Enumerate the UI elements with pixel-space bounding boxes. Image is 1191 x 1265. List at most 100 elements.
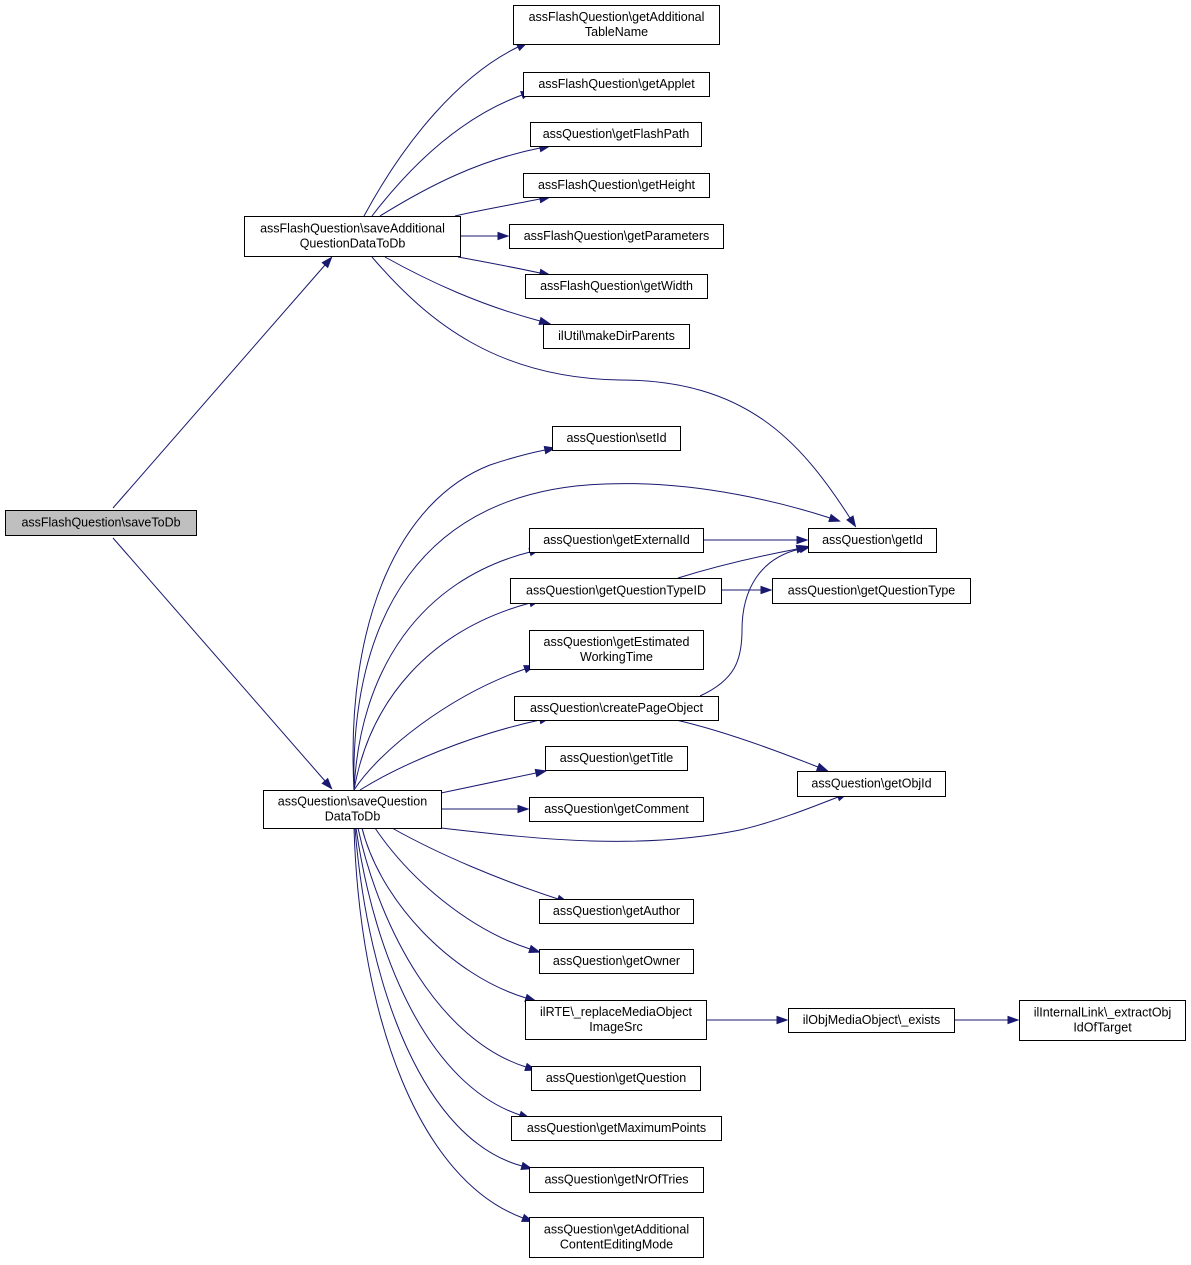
edge-arrowhead-replaceMedia-to-mobExists [776, 1015, 789, 1025]
node-box[interactable] [543, 324, 690, 349]
node-createPageObject[interactable]: assQuestion\createPageObject [514, 696, 719, 721]
node-label: assFlashQuestion\saveToDb [21, 516, 180, 530]
edge-arrowhead-saveQ-to-getComment [517, 804, 530, 814]
edge-createPageObject-to-getObjId [675, 719, 819, 768]
node-label: assQuestion\getAdditional [544, 1223, 689, 1237]
node-box[interactable] [509, 224, 724, 249]
node-makeDirParents[interactable]: ilUtil\makeDirParents [543, 324, 690, 349]
node-label: ilObjMediaObject\_exists [803, 1013, 941, 1027]
node-box[interactable] [523, 173, 710, 198]
node-label: IdOfTarget [1073, 1021, 1132, 1035]
node-getParameters[interactable]: assFlashQuestion\getParameters [509, 224, 724, 249]
node-label: ImageSrc [589, 1020, 643, 1034]
node-label: assQuestion\createPageObject [530, 701, 704, 715]
edge-saveQ-to-getExternalId [353, 551, 531, 791]
node-getAuthor[interactable]: assQuestion\getAuthor [539, 899, 694, 924]
edge-getQuestionTypeID-to-getId [677, 548, 798, 579]
edge-arrowhead-root-to-saveQ [321, 777, 333, 790]
node-box[interactable] [539, 899, 694, 924]
node-box[interactable] [525, 274, 708, 299]
edge-saveQ-to-getEstimated [353, 668, 526, 791]
node-mobExists[interactable]: ilObjMediaObject\_exists [788, 1008, 955, 1033]
node-label: assQuestion\getTitle [560, 751, 674, 765]
node-root[interactable]: assFlashQuestion\saveToDb [5, 510, 197, 536]
node-label: assQuestion\getObjId [811, 777, 931, 791]
node-getQuestion[interactable]: assQuestion\getQuestion [531, 1066, 701, 1091]
node-getTitle[interactable]: assQuestion\getTitle [545, 746, 688, 771]
edge-saveQ-to-getQuestion [357, 827, 527, 1068]
node-box[interactable] [545, 746, 688, 771]
node-getNrOfTries[interactable]: assQuestion\getNrOfTries [529, 1167, 704, 1193]
node-label: assFlashQuestion\getHeight [538, 178, 696, 192]
node-getQuestionTypeID[interactable]: assQuestion\getQuestionTypeID [510, 578, 722, 604]
node-box[interactable] [529, 630, 704, 670]
node-box[interactable] [808, 528, 937, 553]
node-box[interactable] [529, 1167, 704, 1193]
node-label: ilInternalLink\_extractObj [1034, 1006, 1172, 1020]
edge-arrowhead-mobExists-to-extractObj [1007, 1015, 1020, 1025]
node-box[interactable] [772, 578, 971, 604]
node-label: assQuestion\getNrOfTries [544, 1173, 688, 1187]
node-box[interactable] [797, 771, 946, 797]
edge-saveAdd-to-getApplet [371, 94, 523, 217]
node-getMaxPoints[interactable]: assQuestion\getMaximumPoints [511, 1116, 722, 1141]
node-label: assFlashQuestion\getWidth [540, 279, 693, 293]
node-label: assFlashQuestion\saveAdditional [260, 222, 445, 236]
node-box[interactable] [511, 1116, 722, 1141]
node-box[interactable] [513, 5, 720, 45]
node-box[interactable] [529, 528, 704, 553]
node-box[interactable] [244, 216, 461, 257]
node-getHeight[interactable]: assFlashQuestion\getHeight [523, 173, 710, 198]
node-getComment[interactable]: assQuestion\getComment [529, 797, 704, 822]
edge-saveQ-to-createPageObject [359, 719, 541, 791]
node-box[interactable] [531, 1066, 701, 1091]
edge-saveQ-to-getNrOfTries [354, 827, 523, 1167]
node-box[interactable] [529, 797, 704, 822]
node-label: assQuestion\getOwner [553, 954, 680, 968]
nodes-layer: assFlashQuestion\saveToDb assFlashQuestio… [5, 5, 1186, 1258]
edge-saveQ-to-setId [352, 449, 546, 791]
node-box[interactable] [510, 578, 722, 604]
node-box[interactable] [529, 1217, 704, 1258]
node-getId[interactable]: assQuestion\getId [808, 528, 937, 553]
node-getApplet[interactable]: assFlashQuestion\getApplet [523, 72, 710, 97]
node-getAddContent[interactable]: assQuestion\getAdditionalContentEditingM… [529, 1217, 704, 1258]
node-label: ilUtil\makeDirParents [558, 329, 675, 343]
node-box[interactable] [788, 1008, 955, 1033]
node-box[interactable] [525, 1000, 707, 1040]
edge-arrowhead-saveAdd-to-getId [846, 515, 857, 528]
node-getQuestionType[interactable]: assQuestion\getQuestionType [772, 578, 971, 604]
edge-saveQ-to-getObjId [440, 796, 839, 842]
node-getOwner[interactable]: assQuestion\getOwner [539, 949, 694, 974]
node-box[interactable] [539, 949, 694, 974]
node-box[interactable] [530, 122, 702, 147]
node-label: assFlashQuestion\getParameters [524, 229, 710, 243]
node-saveAdd[interactable]: assFlashQuestion\saveAdditionalQuestionD… [244, 216, 461, 257]
node-getObjId[interactable]: assQuestion\getObjId [797, 771, 946, 797]
node-setId[interactable]: assQuestion\setId [552, 426, 681, 451]
node-label: assFlashQuestion\getAdditional [529, 10, 705, 24]
edge-root-to-saveAdd [112, 264, 326, 509]
node-box[interactable] [5, 510, 197, 536]
edge-arrowhead-root-to-saveAdd [321, 256, 333, 269]
node-getExternalId[interactable]: assQuestion\getExternalId [529, 528, 704, 553]
edge-arrowhead-getExternalId-to-getId [796, 535, 809, 545]
node-getFlashPath[interactable]: assQuestion\getFlashPath [530, 122, 702, 147]
node-getWidth[interactable]: assFlashQuestion\getWidth [525, 274, 708, 299]
node-label: assQuestion\getId [822, 533, 923, 547]
node-label: assQuestion\getQuestion [546, 1071, 686, 1085]
edge-createPageObject-to-getId [699, 548, 801, 697]
node-box[interactable] [514, 696, 719, 721]
node-box[interactable] [523, 72, 710, 97]
node-box[interactable] [263, 790, 442, 829]
node-box[interactable] [1019, 1000, 1186, 1041]
edge-saveQ-to-getMaxPoints [355, 827, 521, 1116]
edge-root-to-saveQ [112, 537, 326, 782]
node-box[interactable] [552, 426, 681, 451]
